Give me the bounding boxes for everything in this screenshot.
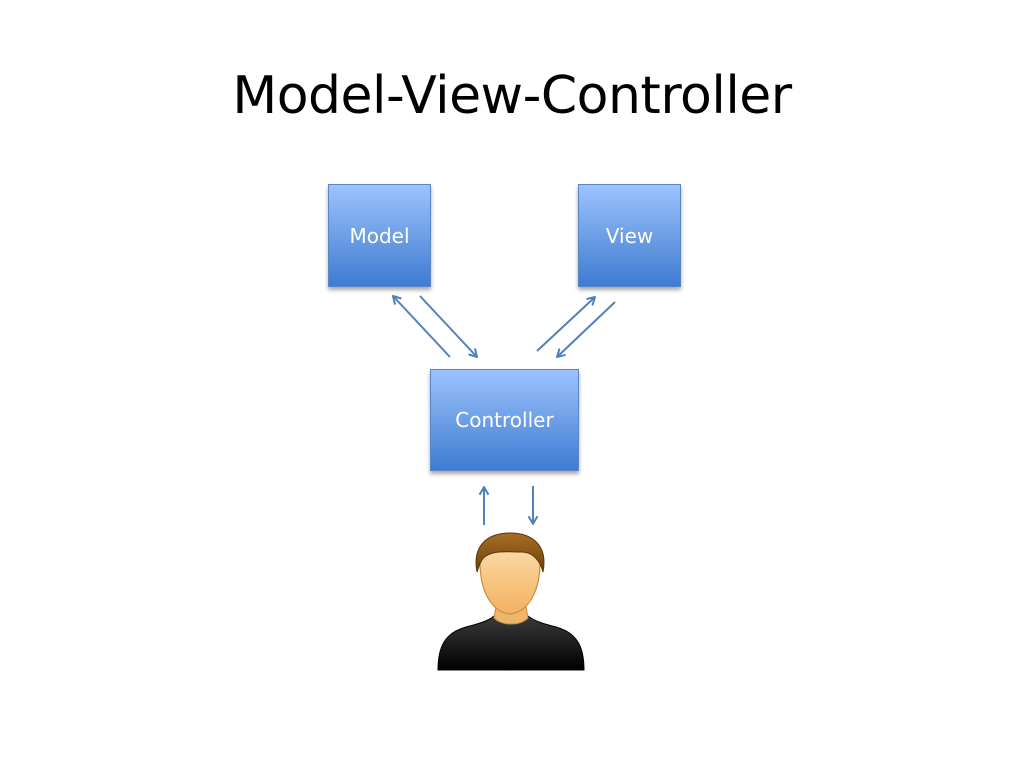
person-icon xyxy=(437,532,585,671)
model-box: Model xyxy=(328,184,431,287)
arrow-controller-to-model xyxy=(392,295,451,358)
view-box: View xyxy=(578,184,681,287)
arrow-view-to-controller xyxy=(556,301,616,358)
controller-box: Controller xyxy=(430,369,579,471)
arrow-model-to-controller xyxy=(419,295,478,358)
slide-title: Model-View-Controller xyxy=(232,66,792,126)
arrow-controller-to-view xyxy=(536,296,596,352)
